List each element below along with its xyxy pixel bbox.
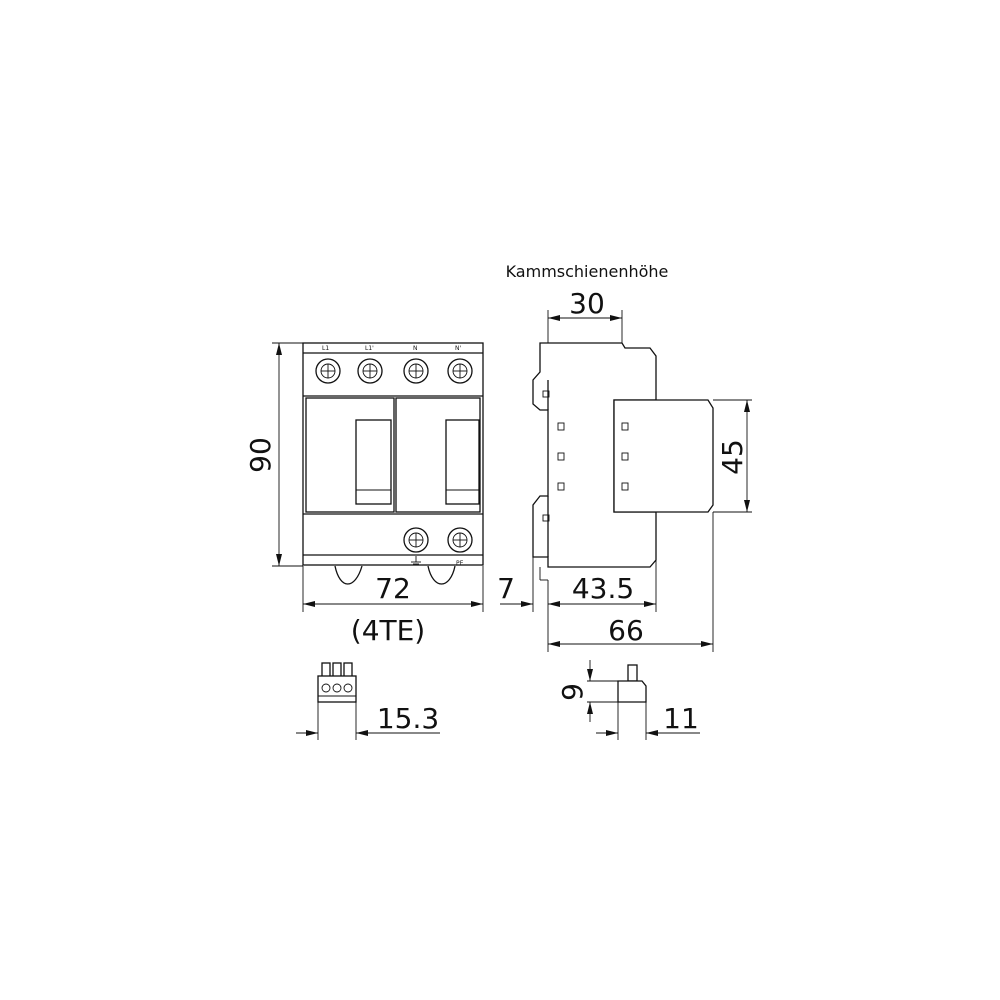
dimension-side-total-depth: 66 <box>548 512 714 652</box>
din-clip-icon <box>334 565 363 585</box>
screw-terminal-icon <box>447 527 473 553</box>
status-window-left <box>355 419 392 505</box>
dimension-front-height: 90 <box>244 342 303 567</box>
busbar-height-caption: Kammschienenhöhe <box>506 262 669 281</box>
dim-label-15-3: 15.3 <box>377 702 439 735</box>
dim-label-66: 66 <box>608 614 644 647</box>
screw-terminal-icon <box>403 527 429 553</box>
status-window-right <box>445 419 480 505</box>
side-view <box>532 342 714 581</box>
dim-label-4te: (4TE) <box>351 614 425 647</box>
dim-label-72: 72 <box>375 572 411 605</box>
side-housing <box>532 342 657 568</box>
terminal-label-l1-prime: L1' <box>365 345 374 352</box>
screw-terminal-icon <box>403 358 429 384</box>
protection-module-left <box>305 397 395 513</box>
protection-module-right <box>395 397 481 513</box>
connector-side-view: 9 11 <box>556 660 700 740</box>
terminal-label-n: N <box>413 345 418 352</box>
dim-label-30: 30 <box>569 287 605 320</box>
screw-terminal-icon <box>357 358 383 384</box>
din-clip-icon <box>427 565 456 585</box>
dim-label-90: 90 <box>244 437 277 473</box>
dim-label-45: 45 <box>716 439 749 475</box>
dim-label-11: 11 <box>663 702 699 735</box>
dimension-busbar-height: Kammschienenhöhe 30 <box>506 262 669 343</box>
screw-terminal-icon <box>447 358 473 384</box>
dim-label-9: 9 <box>556 683 589 701</box>
dimension-side-depth: 7 43.5 <box>497 557 657 652</box>
dimension-front-width: 72 (4TE) <box>302 566 484 647</box>
terminal-label-l1: L1 <box>322 345 329 352</box>
connector-front-view: 15.3 <box>296 662 440 740</box>
side-front-cap <box>613 399 714 513</box>
terminal-label-n-prime: N' <box>455 345 461 352</box>
dim-label-7: 7 <box>497 572 515 605</box>
front-view: L1 L1' N N' <box>302 342 484 585</box>
dimension-front-cap-height: 45 <box>713 399 752 513</box>
terminal-label-pe: PE <box>456 560 464 567</box>
screw-terminal-icon <box>315 358 341 384</box>
dim-label-43-5: 43.5 <box>572 572 634 605</box>
ground-icon <box>411 556 421 565</box>
